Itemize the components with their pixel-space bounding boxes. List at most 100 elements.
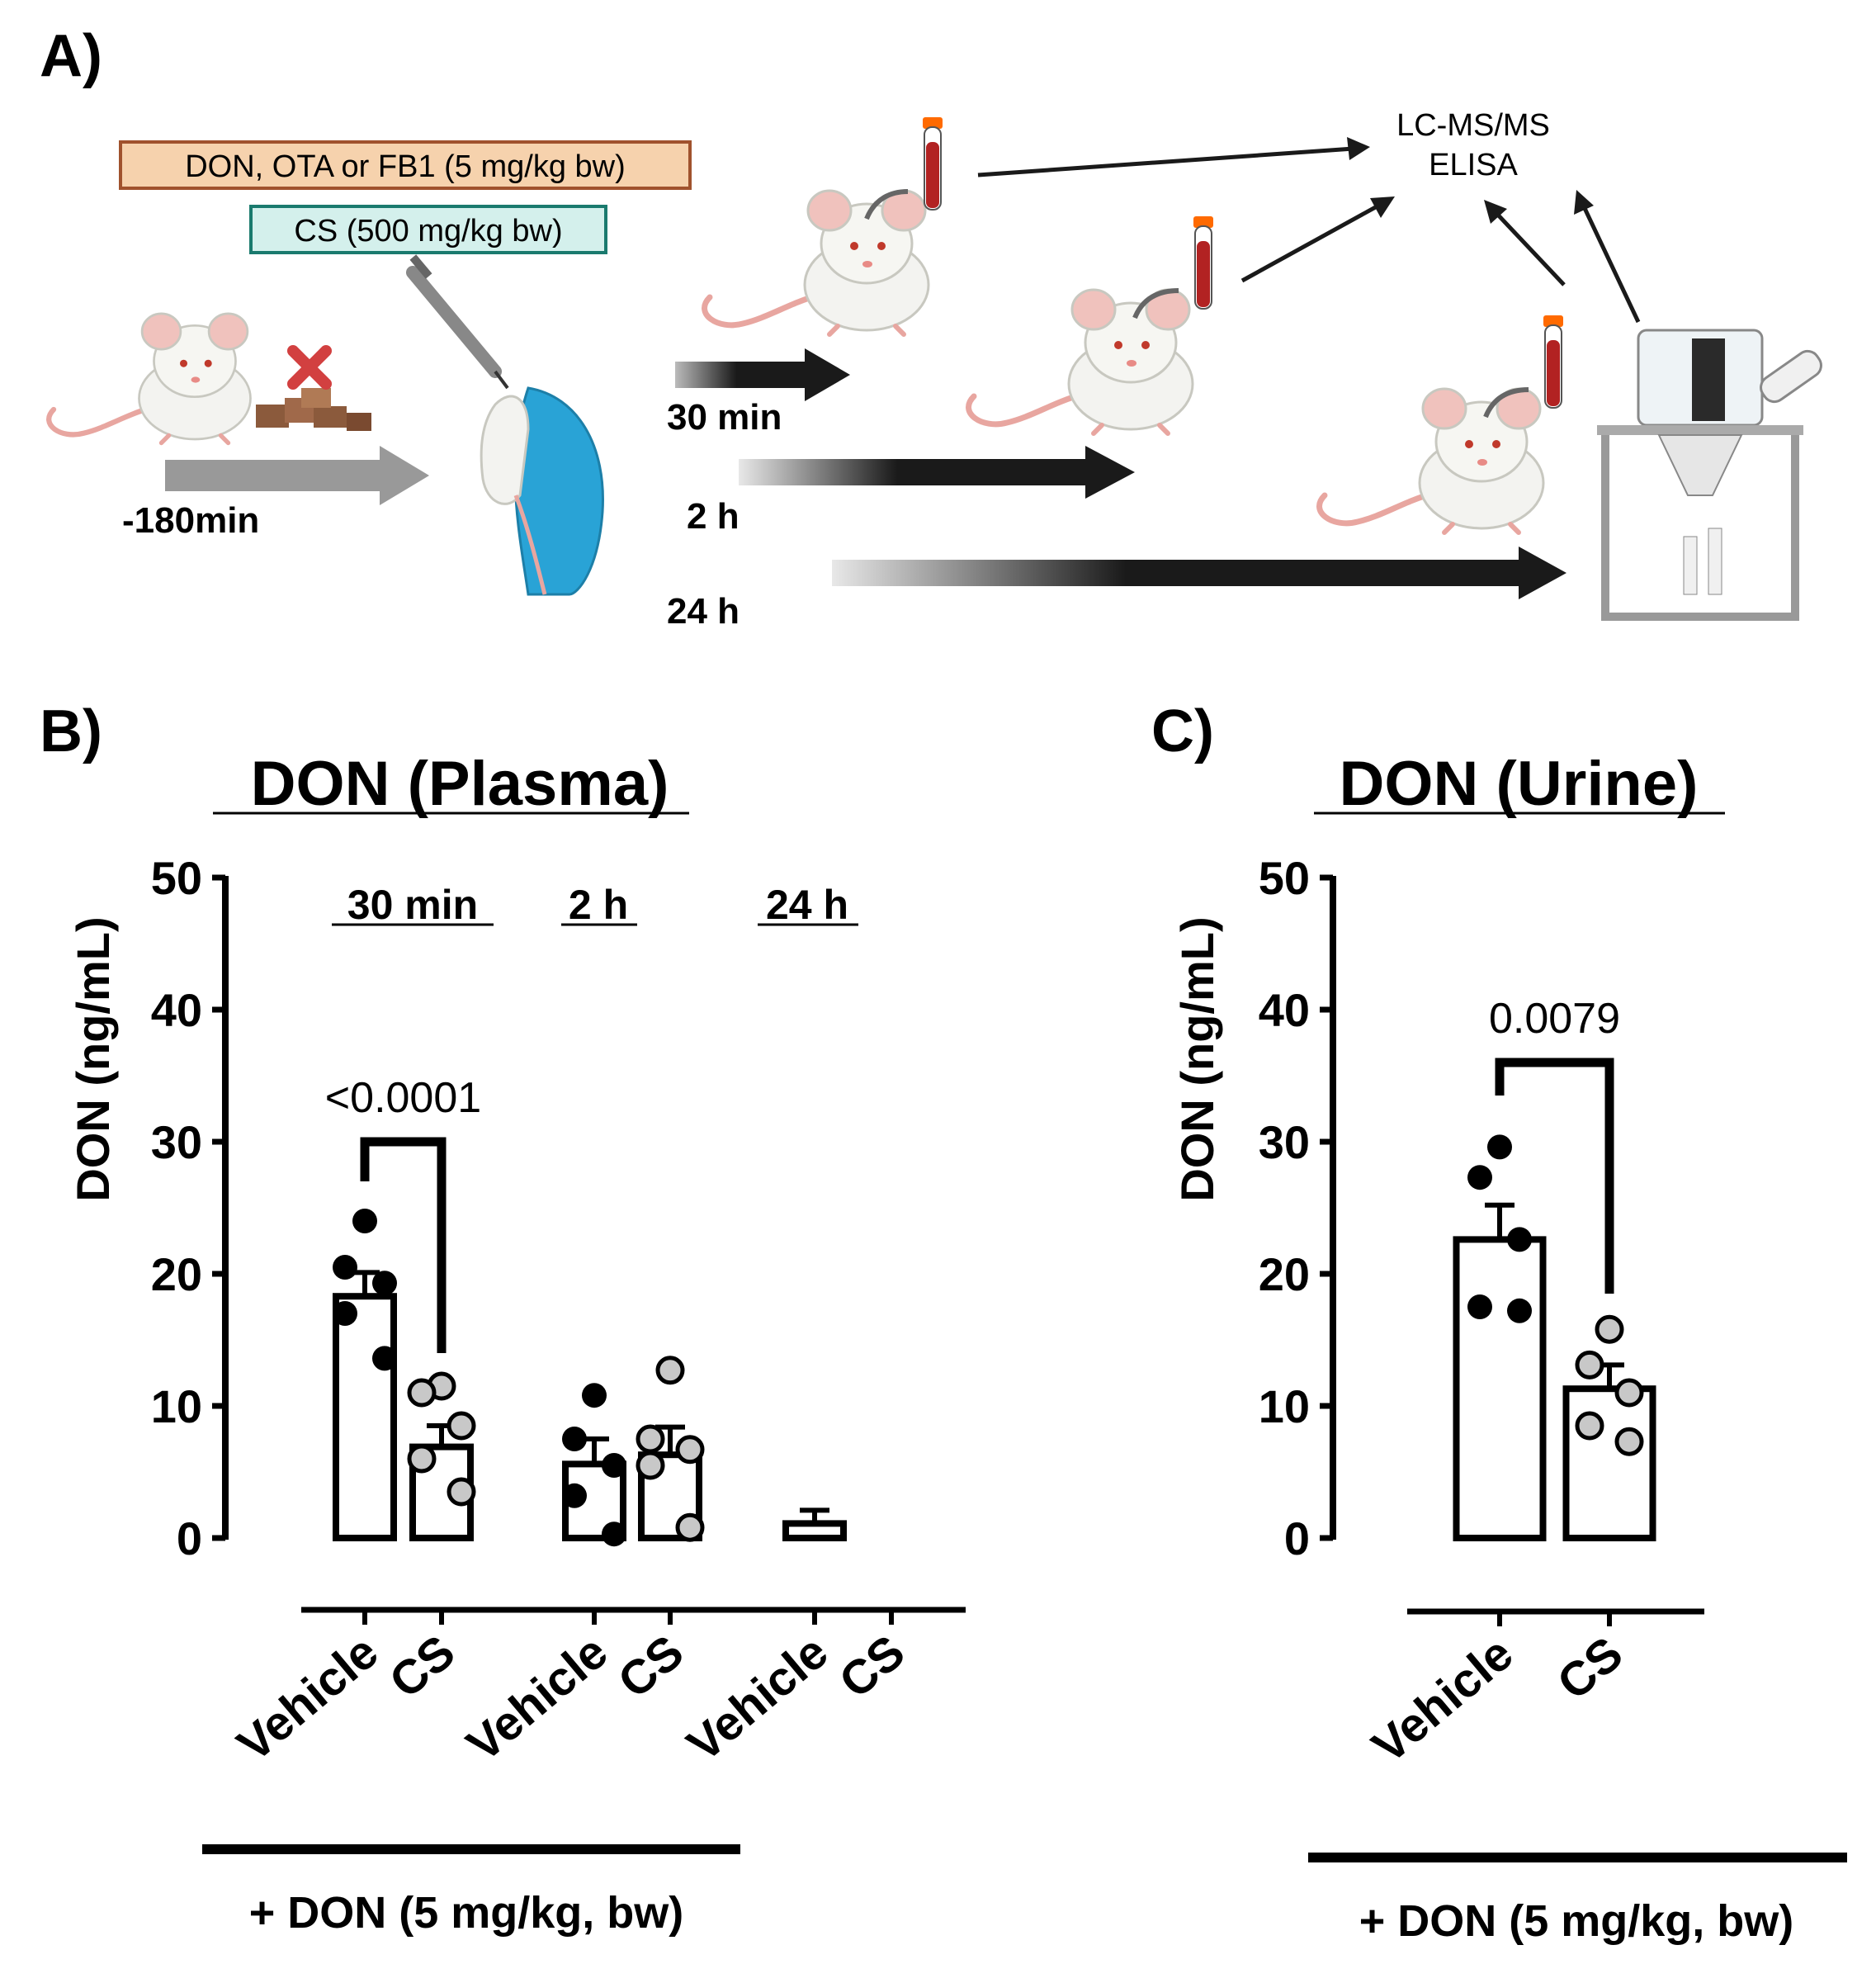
vehicle-data-point [602, 1522, 626, 1547]
vehicle-data-point [602, 1453, 626, 1478]
blood-tube-24h-icon [1543, 315, 1564, 409]
y-tick-label: 50 [151, 852, 202, 904]
x-tick-label: Vehicle [1362, 1626, 1523, 1773]
vehicle-data-point [352, 1209, 377, 1233]
plasma-chart: 01020304050VehicleCSVehicleCSVehicleCS<0… [151, 852, 966, 1772]
panel-a: A) DON, OTA or FB1 (5 mg/kg bw) CS (500 … [40, 23, 1822, 632]
bar [1453, 1236, 1547, 1542]
gloved-hand-icon [480, 386, 604, 596]
x-tick-label: CS [608, 1625, 694, 1709]
mouse-icon [49, 314, 250, 443]
p-value-label: 0.0079 [1489, 995, 1620, 1043]
cs-data-point [1614, 1427, 1644, 1456]
vehicle-data-point [1467, 1294, 1492, 1319]
y-tick-label: 30 [1259, 1116, 1310, 1168]
y-tick-label: 20 [151, 1248, 202, 1300]
arrow-30min [675, 348, 850, 401]
vehicle-data-point [1507, 1227, 1532, 1252]
urine-y-axis-label: DON (ng/mL) [1171, 916, 1223, 1201]
analysis-lcms-label: LC-MS/MS [1396, 108, 1550, 143]
cs-data-point [1595, 1314, 1624, 1344]
time-2h-label: 2 h [687, 496, 740, 537]
group-label-30min: 30 min [347, 882, 478, 928]
vehicle-data-point [582, 1383, 607, 1408]
arrow-24h [832, 547, 1566, 599]
group-label-24h: 24 h [766, 882, 848, 928]
cs-box [249, 205, 607, 254]
bar [333, 1293, 397, 1541]
bar [1562, 1385, 1656, 1541]
panel-c-letter: C) [1151, 698, 1214, 764]
cs-data-point [636, 1424, 665, 1454]
cs-data-point [655, 1356, 685, 1385]
cs-data-point [1614, 1378, 1644, 1408]
arrow-2h [739, 446, 1135, 499]
cs-data-point [447, 1411, 476, 1441]
blood-tube-30min-icon [922, 116, 943, 211]
analysis-arrows [977, 137, 1641, 324]
cs-data-point [407, 1378, 437, 1408]
vehicle-data-point [1467, 1165, 1492, 1190]
draw-arrow-icon [1483, 387, 1529, 419]
urine-chart-title: DON (Urine) [1340, 749, 1699, 819]
y-tick-label: 10 [1259, 1380, 1310, 1432]
cs-data-point [675, 1435, 705, 1465]
draw-arrow-icon [864, 189, 909, 220]
cs-data-point [447, 1477, 476, 1507]
no-food-cross-icon [287, 345, 332, 390]
y-tick-label: 30 [151, 1116, 202, 1168]
mouse-2h-icon [969, 290, 1193, 433]
x-tick-label: CS [380, 1625, 465, 1709]
gavage-syringe-icon [406, 254, 509, 390]
metabolic-cage-icon [1597, 329, 1822, 621]
panel-c: C) DON (Urine) DON (ng/mL) 01020304050Ve… [1151, 698, 1847, 1946]
time-24h-label: 24 h [667, 591, 740, 632]
x-tick-label: CS [1548, 1626, 1633, 1711]
plasma-y-axis-label: DON (ng/mL) [67, 916, 119, 1201]
dose-box-label: DON, OTA or FB1 (5 mg/kg bw) [185, 149, 626, 184]
bar [782, 1520, 847, 1542]
y-tick-label: 50 [1259, 852, 1310, 904]
panel-a-letter: A) [40, 23, 102, 89]
food-pellets-icon [256, 388, 371, 431]
y-tick-label: 0 [1284, 1512, 1310, 1564]
panel-b: B) DON (Plasma) 30 min 2 h 24 h DON (ng/… [40, 698, 966, 1938]
group-label-2h: 2 h [569, 882, 628, 928]
analysis-elisa-label: ELISA [1429, 148, 1518, 182]
p-value-label: <0.0001 [325, 1074, 481, 1122]
cs-box-label: CS (500 mg/kg bw) [294, 214, 562, 248]
vehicle-data-point [1487, 1134, 1512, 1160]
cs-data-point [1575, 1350, 1604, 1380]
y-tick-label: 0 [177, 1512, 202, 1564]
x-tick-label: CS [829, 1625, 915, 1709]
mouse-24h-icon [1320, 389, 1543, 532]
significance-bracket [1495, 1058, 1614, 1294]
vehicle-data-point [372, 1271, 397, 1296]
x-tick-label: Vehicle [677, 1625, 838, 1772]
vehicle-data-point [333, 1255, 357, 1280]
x-tick-label: Vehicle [227, 1625, 388, 1772]
y-tick-label: 40 [151, 984, 202, 1036]
vehicle-data-point [562, 1427, 587, 1451]
dose-box [119, 140, 692, 190]
cs-data-point [675, 1512, 705, 1542]
y-tick-label: 20 [1259, 1248, 1310, 1300]
vehicle-data-point [333, 1301, 357, 1326]
panel-b-letter: B) [40, 698, 102, 764]
pre-time-label: -180min [122, 500, 259, 541]
urine-footer-label: + DON (5 mg/kg, bw) [1359, 1896, 1794, 1946]
vehicle-data-point [372, 1346, 397, 1371]
time-30min-label: 30 min [667, 397, 782, 438]
vehicle-data-point [1507, 1298, 1532, 1323]
cs-data-point [636, 1451, 665, 1480]
draw-arrow-icon [1132, 288, 1179, 319]
pre-time-arrow [165, 446, 429, 505]
blood-tube-2h-icon [1193, 215, 1214, 310]
plasma-footer-label: + DON (5 mg/kg, bw) [249, 1888, 684, 1938]
x-tick-label: Vehicle [456, 1625, 617, 1772]
mouse-30min-icon [705, 191, 929, 334]
vehicle-data-point [562, 1483, 587, 1508]
significance-bracket [360, 1137, 447, 1353]
